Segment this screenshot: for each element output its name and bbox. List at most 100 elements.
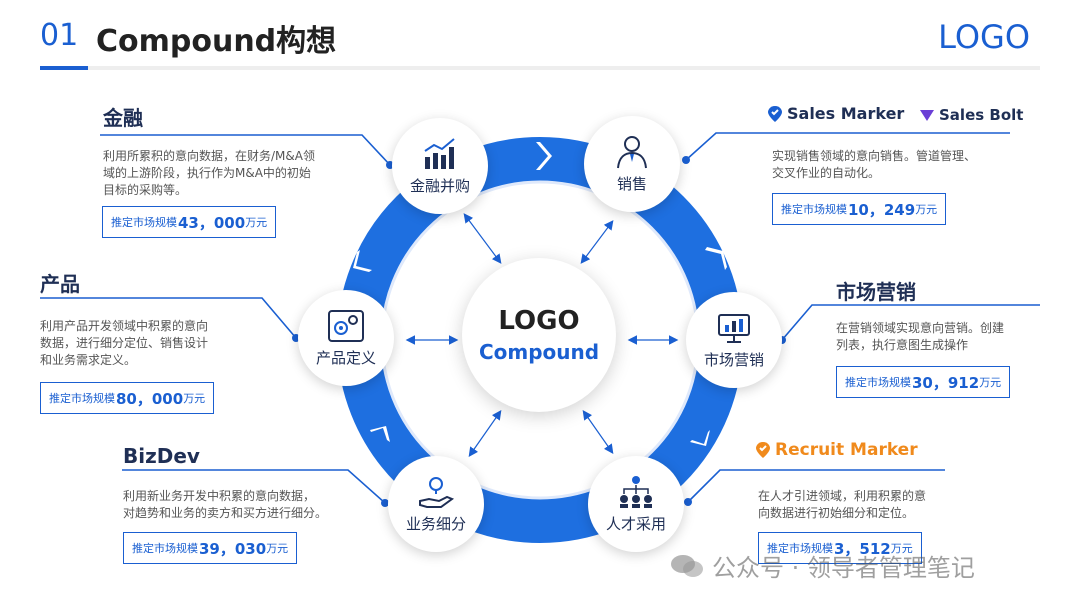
- leader-bizdev: [122, 469, 386, 504]
- market-label: 推定市场规模: [781, 203, 847, 216]
- dot-bizdev: [381, 499, 389, 507]
- node-talent: 人才采用: [588, 456, 684, 552]
- wechat-icon: [671, 554, 703, 577]
- market-unit: 万元: [245, 216, 268, 229]
- brand-recruit-marker: Recruit Marker: [754, 440, 918, 460]
- section-number: 01: [40, 18, 79, 53]
- node-bizdev: 业务细分: [388, 456, 484, 552]
- market-label: 推定市场规模: [845, 376, 911, 389]
- brand-sales-bolt: Sales Bolt: [918, 106, 1023, 124]
- section-title-product: 产品: [40, 272, 80, 296]
- center-logo: LOGO: [498, 306, 580, 336]
- market-unit: 万元: [183, 392, 206, 405]
- section-title-finance: 金融: [103, 106, 143, 130]
- chart-icon: [424, 137, 455, 169]
- desc-line: 交叉作业的自动化。: [772, 166, 881, 180]
- header-divider-accent: [40, 66, 88, 70]
- node-product: 产品定义: [298, 290, 394, 386]
- pin-logo-icon: [756, 442, 770, 458]
- node-label: 业务细分: [405, 514, 466, 533]
- gears-icon: [328, 309, 364, 342]
- leader-talent: [687, 469, 945, 503]
- desc-line: 在营销领域实现意向营销。创建: [836, 321, 1005, 335]
- pin-logo-icon: [768, 105, 782, 122]
- section-desc-finance: 利用所累积的意向数据，在财务/M&A领 域的上游阶段，执行作为M&A中的初始 目…: [103, 148, 393, 199]
- market-value: 3，512: [834, 539, 891, 558]
- node-label: 人才采用: [605, 514, 666, 533]
- center-node: LOGO Compound: [462, 258, 616, 412]
- market-value: 80，000: [116, 389, 184, 408]
- arrow-sales: [580, 220, 614, 264]
- dot-sales: [682, 156, 690, 164]
- section-desc-bizdev: 利用新业务开发中积累的意向数据， 对趋势和业务的卖方和买方进行细分。: [123, 488, 383, 522]
- market-unit: 万元: [890, 542, 913, 555]
- node-marketing: 市场营销: [686, 292, 782, 388]
- leader-marketing: [781, 304, 1040, 341]
- arrow-talent: [582, 410, 614, 454]
- chevron-bottom-right: [690, 430, 710, 446]
- chevron-top: [536, 142, 552, 170]
- connector-arrows: [405, 213, 679, 457]
- market-label: 推定市场规模: [767, 542, 833, 555]
- person-icon: [617, 135, 647, 168]
- header-divider: [40, 66, 1040, 70]
- market-value: 30，912: [912, 373, 980, 392]
- desc-line: 向数据进行初始细分和定位。: [758, 506, 915, 520]
- leader-sales: [685, 132, 1010, 161]
- brand-sales-marker: Sales Marker: [766, 104, 904, 123]
- chevron-left: [353, 250, 372, 272]
- section-desc-sales: 实现销售领域的意向销售。管道管理、 交叉作业的自动化。: [772, 148, 1052, 182]
- section-title-bizdev: BizDev: [123, 444, 200, 468]
- watermark-text: 公众号 · 领导者管理笔记: [712, 554, 975, 582]
- chevron-bottom-left: [370, 426, 390, 442]
- desc-line: 实现销售领域的意向销售。管道管理、: [772, 149, 977, 163]
- desc-line: 目标的采购等。: [103, 183, 188, 197]
- market-value: 43，000: [178, 213, 246, 232]
- center-subtitle: Compound: [478, 340, 600, 364]
- header-logo: LOGO: [938, 18, 1030, 56]
- org-icon: [620, 475, 652, 508]
- bolt-logo-icon: [920, 110, 934, 121]
- market-unit: 万元: [979, 376, 1002, 389]
- page-title: Compound构想: [96, 24, 337, 59]
- desc-line: 数据，进行细分定位、销售设计: [40, 336, 209, 350]
- leader-finance: [100, 134, 391, 166]
- ring-chevrons: [353, 142, 727, 446]
- market-value: 10，249: [848, 200, 916, 219]
- desc-line: 列表，执行意图生成操作: [836, 338, 969, 352]
- desc-line: 利用新业务开发中积累的意向数据，: [123, 489, 316, 503]
- arrow-bizdev: [468, 410, 502, 457]
- node-label: 市场营销: [703, 350, 764, 369]
- section-desc-talent: 在人才引进领域，利用积累的意 向数据进行初始细分和定位。: [758, 488, 978, 522]
- idea-hand-icon: [419, 476, 455, 508]
- market-label: 推定市场规模: [111, 216, 177, 229]
- leader-product: [40, 297, 297, 339]
- chevron-right: [705, 247, 727, 270]
- leader-lines: [40, 132, 1040, 504]
- market-label: 推定市场规模: [132, 542, 198, 555]
- watermark: 公众号 · 领导者管理笔记: [670, 548, 975, 583]
- desc-line: 利用产品开发领域中积累的意向: [40, 319, 209, 333]
- monitor-chart-icon: [718, 313, 750, 343]
- desc-line: 和业务需求定义。: [40, 353, 137, 367]
- desc-line: 在人才引进领域，利用积累的意: [758, 489, 927, 503]
- desc-line: 域的上游阶段，执行作为M&A中的初始: [103, 166, 311, 180]
- desc-line: 对趋势和业务的卖方和买方进行细分。: [123, 506, 328, 520]
- market-label: 推定市场规模: [49, 392, 115, 405]
- section-desc-product: 利用产品开发领域中积累的意向 数据，进行细分定位、销售设计 和业务需求定义。: [40, 318, 280, 369]
- desc-line: 利用所累积的意向数据，在财务/M&A领: [103, 149, 315, 163]
- node-label: 产品定义: [315, 348, 376, 367]
- section-title-marketing: 市场营销: [836, 280, 916, 304]
- market-unit: 万元: [266, 542, 289, 555]
- market-unit: 万元: [915, 203, 938, 216]
- node-label: 金融并购: [409, 176, 470, 195]
- node-sales: 销售: [584, 116, 680, 212]
- dot-talent: [684, 498, 692, 506]
- market-value: 39，030: [199, 539, 267, 558]
